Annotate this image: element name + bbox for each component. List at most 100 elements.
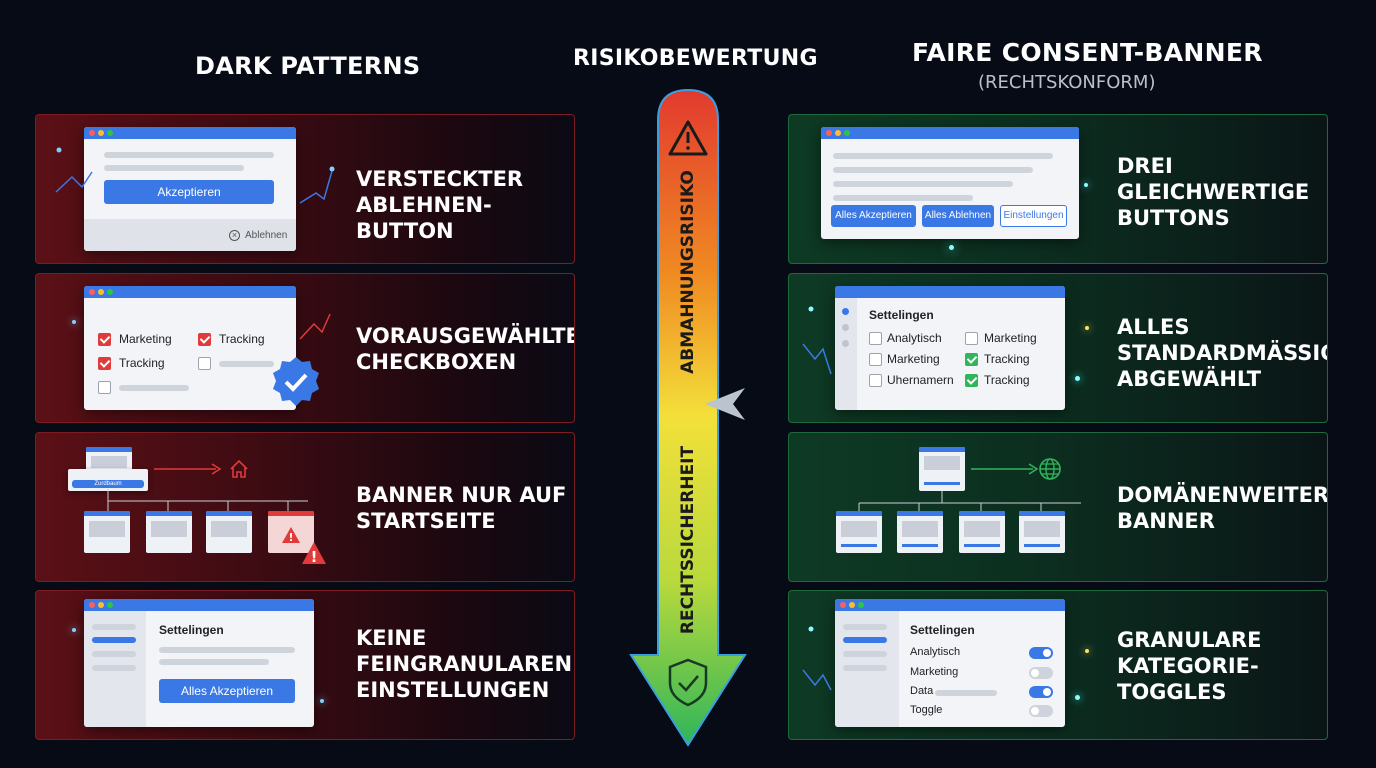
tree-connectors [107, 489, 308, 511]
checkbox-checked[interactable] [98, 357, 111, 370]
glow-dot [72, 320, 76, 324]
banner-button[interactable]: Zurdbaum [72, 480, 144, 488]
banner-window: Marketing Tracking Tracking [84, 286, 296, 410]
toggle-label: Toggle [910, 704, 943, 716]
panel-title: VORAUSGEWÄHLTE CHECKBOXEN [356, 324, 575, 374]
accept-all-button[interactable]: Alles Akzeptieren [159, 679, 295, 703]
category-toggle[interactable] [1029, 705, 1053, 717]
dark-panel-homepage-only: Zurdbaum ! ! BANNER NUR AUF STARTSEITE [35, 432, 575, 582]
right-subtitle: (RECHTSKONFORM) [978, 72, 1156, 93]
subpage-window [1019, 511, 1065, 553]
banner-window: Alles Akzeptieren Alles Ablehnen Einstel… [821, 127, 1079, 239]
panel-title: BANNER NUR AUF STARTSEITE [356, 483, 567, 533]
hidden-reject-link[interactable]: Ablehnen [245, 230, 288, 241]
glow-dot [949, 245, 954, 250]
tree-connectors [858, 491, 1081, 513]
checkbox[interactable] [869, 353, 882, 366]
reject-all-button[interactable]: Alles Ablehnen [922, 205, 994, 227]
accept-all-button[interactable]: Alles Akzeptieren [831, 205, 916, 227]
panel-title: DOMÄNENWEITER BANNER [1117, 483, 1328, 533]
center-title: RISIKOBEWERTUNG [573, 46, 818, 71]
checkbox[interactable] [869, 332, 882, 345]
glow-dot [1085, 649, 1089, 653]
glow-dot [72, 628, 76, 632]
checkbox[interactable] [98, 381, 111, 394]
toggle-label: Marketing [910, 666, 959, 678]
checkbox[interactable] [965, 332, 978, 345]
dark-panel-prechecked: Marketing Tracking Tracking VORAUSGEWÄHL… [35, 273, 575, 423]
checkbox[interactable] [869, 374, 882, 387]
checkbox-checked[interactable] [965, 374, 978, 387]
checkbox-checked[interactable] [198, 333, 211, 346]
verified-badge-icon [273, 357, 319, 406]
settings-heading: Settelingen [869, 308, 934, 322]
subpage-window [836, 511, 882, 553]
glow-dot [1075, 376, 1080, 381]
trend-sparkline-icon [55, 147, 93, 193]
close-circle-icon: × [229, 230, 240, 241]
subpage-window [897, 511, 943, 553]
checkbox-label: Marketing [984, 331, 1037, 345]
checkbox-label: Marketing [119, 332, 172, 346]
checkbox-label: Marketing [887, 352, 940, 366]
panel-title: DREI GLEICHWERTIGE BUTTONS [1117, 154, 1310, 230]
trend-sparkline-icon [299, 313, 331, 340]
fair-panel-domain-wide: DOMÄNENWEITER BANNER [788, 432, 1328, 582]
accept-button[interactable]: Akzeptieren [104, 180, 274, 204]
panel-title: ALLES STANDARDMÄSSIG ABGEWÄHLT [1117, 315, 1328, 391]
glow-dot [1085, 326, 1089, 330]
checkbox-label: Uhernamern [887, 373, 954, 387]
panel-title: VERSTECKTER ABLEHNEN-BUTTON [356, 167, 524, 243]
trend-sparkline-icon [802, 626, 832, 691]
panel-title: GRANULARE KATEGORIE- TOGGLES [1117, 628, 1262, 704]
checkbox[interactable] [198, 357, 211, 370]
fair-panel-unchecked: Settelingen Analytisch Marketing Marketi… [788, 273, 1328, 423]
checkbox-label: Tracking [984, 373, 1030, 387]
right-title: FAIRE CONSENT-BANNER [912, 38, 1263, 67]
scale-pointer [705, 388, 745, 420]
trend-sparkline-icon [299, 166, 335, 204]
arrow-right-icon [154, 463, 222, 475]
subpage-window [146, 511, 192, 553]
category-toggle[interactable] [1029, 667, 1053, 679]
fair-panel-equal-buttons: Alles Akzeptieren Alles Ablehnen Einstel… [788, 114, 1328, 264]
svg-text:!: ! [311, 548, 318, 565]
checkbox-label: Analytisch [887, 331, 942, 345]
checkbox-label: Tracking [219, 332, 265, 346]
arrow-right-icon [971, 463, 1039, 475]
globe-icon [1039, 458, 1061, 480]
checkbox-checked[interactable] [965, 353, 978, 366]
trend-sparkline-icon [802, 306, 832, 375]
dark-panel-no-granular: Settelingen Alles Akzeptieren KEINE FEIN… [35, 590, 575, 740]
toggle-label: Analytisch [910, 646, 961, 658]
cookie-banner-bar: Zurdbaum [68, 469, 148, 491]
left-title: DARK PATTERNS [195, 52, 421, 80]
glow-dot [1084, 183, 1088, 187]
scale-bottom-label: RECHTSSICHERHEIT [678, 445, 698, 635]
shield-check-icon [668, 658, 708, 707]
homepage-window [919, 447, 965, 491]
fair-panel-granular-toggles: Settelingen Analytisch Marketing Data To… [788, 590, 1328, 740]
category-toggle[interactable] [1029, 647, 1053, 659]
glow-dot [1075, 695, 1080, 700]
settings-heading: Settelingen [910, 623, 975, 637]
warning-icon: ! [302, 542, 326, 565]
settings-window: Settelingen Analytisch Marketing Marketi… [835, 286, 1065, 410]
checkbox-label: Tracking [119, 356, 165, 370]
settings-window: Settelingen Alles Akzeptieren [84, 599, 314, 727]
glow-dot [320, 699, 324, 703]
settings-heading: Settelingen [159, 623, 224, 637]
subpage-window [959, 511, 1005, 553]
category-toggle[interactable] [1029, 686, 1053, 698]
checkbox-checked[interactable] [98, 333, 111, 346]
subpage-window [84, 511, 130, 553]
warning-icon: ! [282, 527, 300, 544]
home-icon [230, 459, 248, 478]
toggle-label: Data [910, 685, 934, 697]
settings-window: Settelingen Analytisch Marketing Data To… [835, 599, 1065, 727]
risk-scale [629, 88, 747, 747]
settings-button[interactable]: Einstellungen [1000, 205, 1067, 227]
scale-top-label: ABMAHNUNGSRISIKO [678, 170, 698, 374]
dark-panel-hidden-reject: Akzeptieren × Ablehnen VERSTECKTER ABLEH… [35, 114, 575, 264]
warning-icon [668, 120, 708, 156]
